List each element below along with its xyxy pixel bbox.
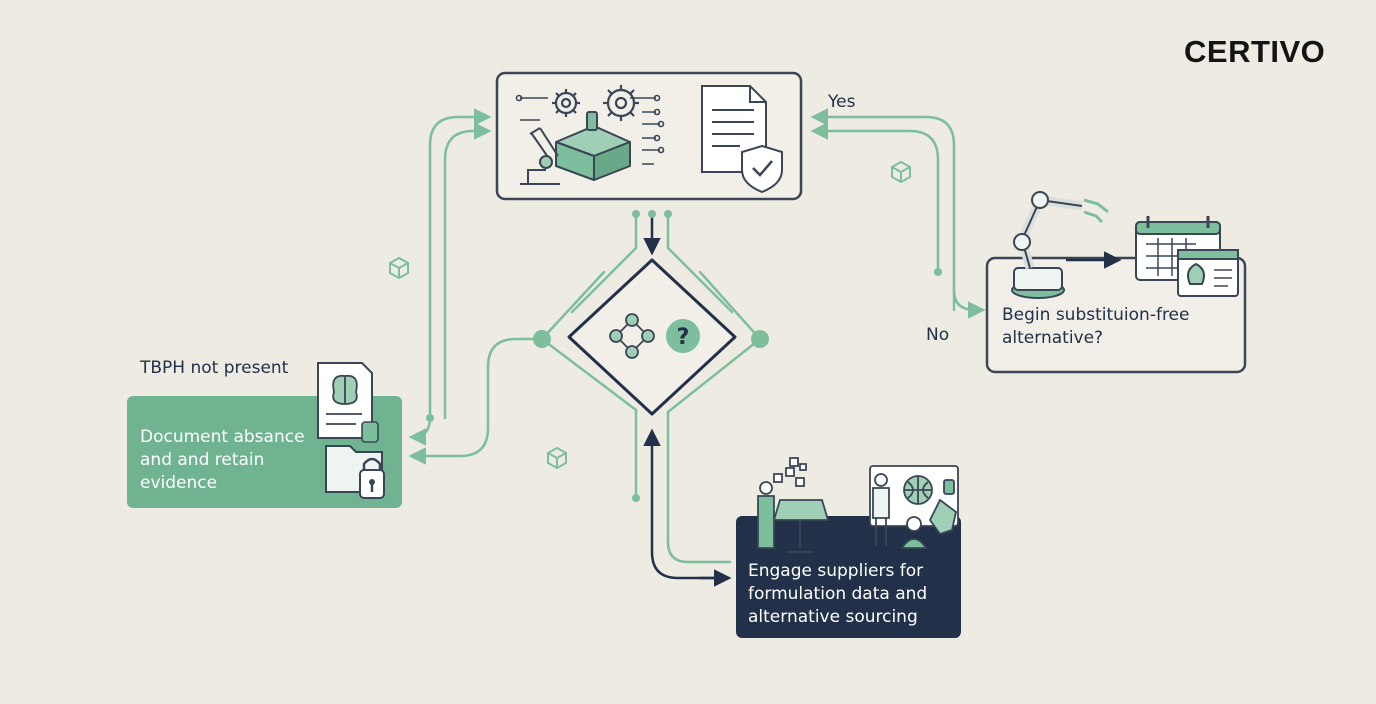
begin-alternative-label: Begin substituion-free alternative? xyxy=(1002,305,1190,348)
engage-suppliers-box xyxy=(736,457,961,638)
connector-engage-to-diamond xyxy=(643,428,730,580)
connector-dot xyxy=(632,494,640,502)
connector-diamond-to-document xyxy=(408,337,544,465)
document-evidence-label: Document absance and and retain evidence xyxy=(140,427,305,493)
connector-to-engage-green xyxy=(666,410,732,564)
engage-suppliers-label: Engage suppliers for formulation data an… xyxy=(748,561,928,627)
connector-dots xyxy=(426,210,942,502)
connectors xyxy=(408,108,986,587)
cube-icon xyxy=(891,160,911,184)
connector-diamond-lower-right xyxy=(666,337,762,414)
robot-arm-icon xyxy=(1011,191,1109,299)
connector-diamond-lower-left xyxy=(540,337,638,500)
connector-dot-left-vertex xyxy=(533,330,551,348)
locked-folder-icon xyxy=(325,445,385,499)
people-workshop-icon xyxy=(757,457,959,553)
connector-dot-right-vertex xyxy=(751,330,769,348)
svg-text:?: ? xyxy=(677,325,690,350)
connector-no-to-begin xyxy=(952,288,986,319)
connector-dot xyxy=(934,268,942,276)
brand-logo: CERTIVO xyxy=(1184,34,1326,69)
connector-diamond-upper-right xyxy=(698,270,762,341)
gear-icon xyxy=(603,85,639,121)
connector-dot xyxy=(426,414,434,422)
edge-label-tbph-not-present: TBPH not present xyxy=(140,358,289,378)
connector-top-to-diamond-right xyxy=(666,212,734,314)
connector-diamond-upper-left xyxy=(540,270,606,341)
network-icon xyxy=(609,313,655,359)
document-evidence-box xyxy=(127,362,402,508)
microscope-icon xyxy=(520,127,560,185)
connector-left-inner xyxy=(443,122,492,420)
connector-dot xyxy=(632,210,640,218)
begin-alternative-box xyxy=(985,191,1247,374)
connector-dot xyxy=(664,210,672,218)
connector-right-inner xyxy=(810,122,940,274)
decision-diamond: ? xyxy=(567,258,737,416)
question-icon: ? xyxy=(666,319,700,353)
edge-label-no: No xyxy=(926,325,950,345)
edge-label-yes: Yes xyxy=(828,92,856,112)
gear-icon xyxy=(552,89,580,117)
connector-dot xyxy=(648,210,656,218)
connector-right-outer xyxy=(810,108,956,312)
box-icon xyxy=(555,111,631,181)
document-shield-icon xyxy=(701,85,783,194)
cube-icons xyxy=(389,160,911,470)
cube-icon xyxy=(389,256,409,280)
connector-top-to-diamond-left xyxy=(570,212,638,314)
cube-icon xyxy=(547,446,567,470)
top-process-box xyxy=(495,71,803,201)
brain-document-icon xyxy=(317,362,379,443)
connector-left-outer xyxy=(428,108,492,420)
circuit-icon xyxy=(515,94,665,165)
doc-plant-icon xyxy=(1177,249,1239,297)
